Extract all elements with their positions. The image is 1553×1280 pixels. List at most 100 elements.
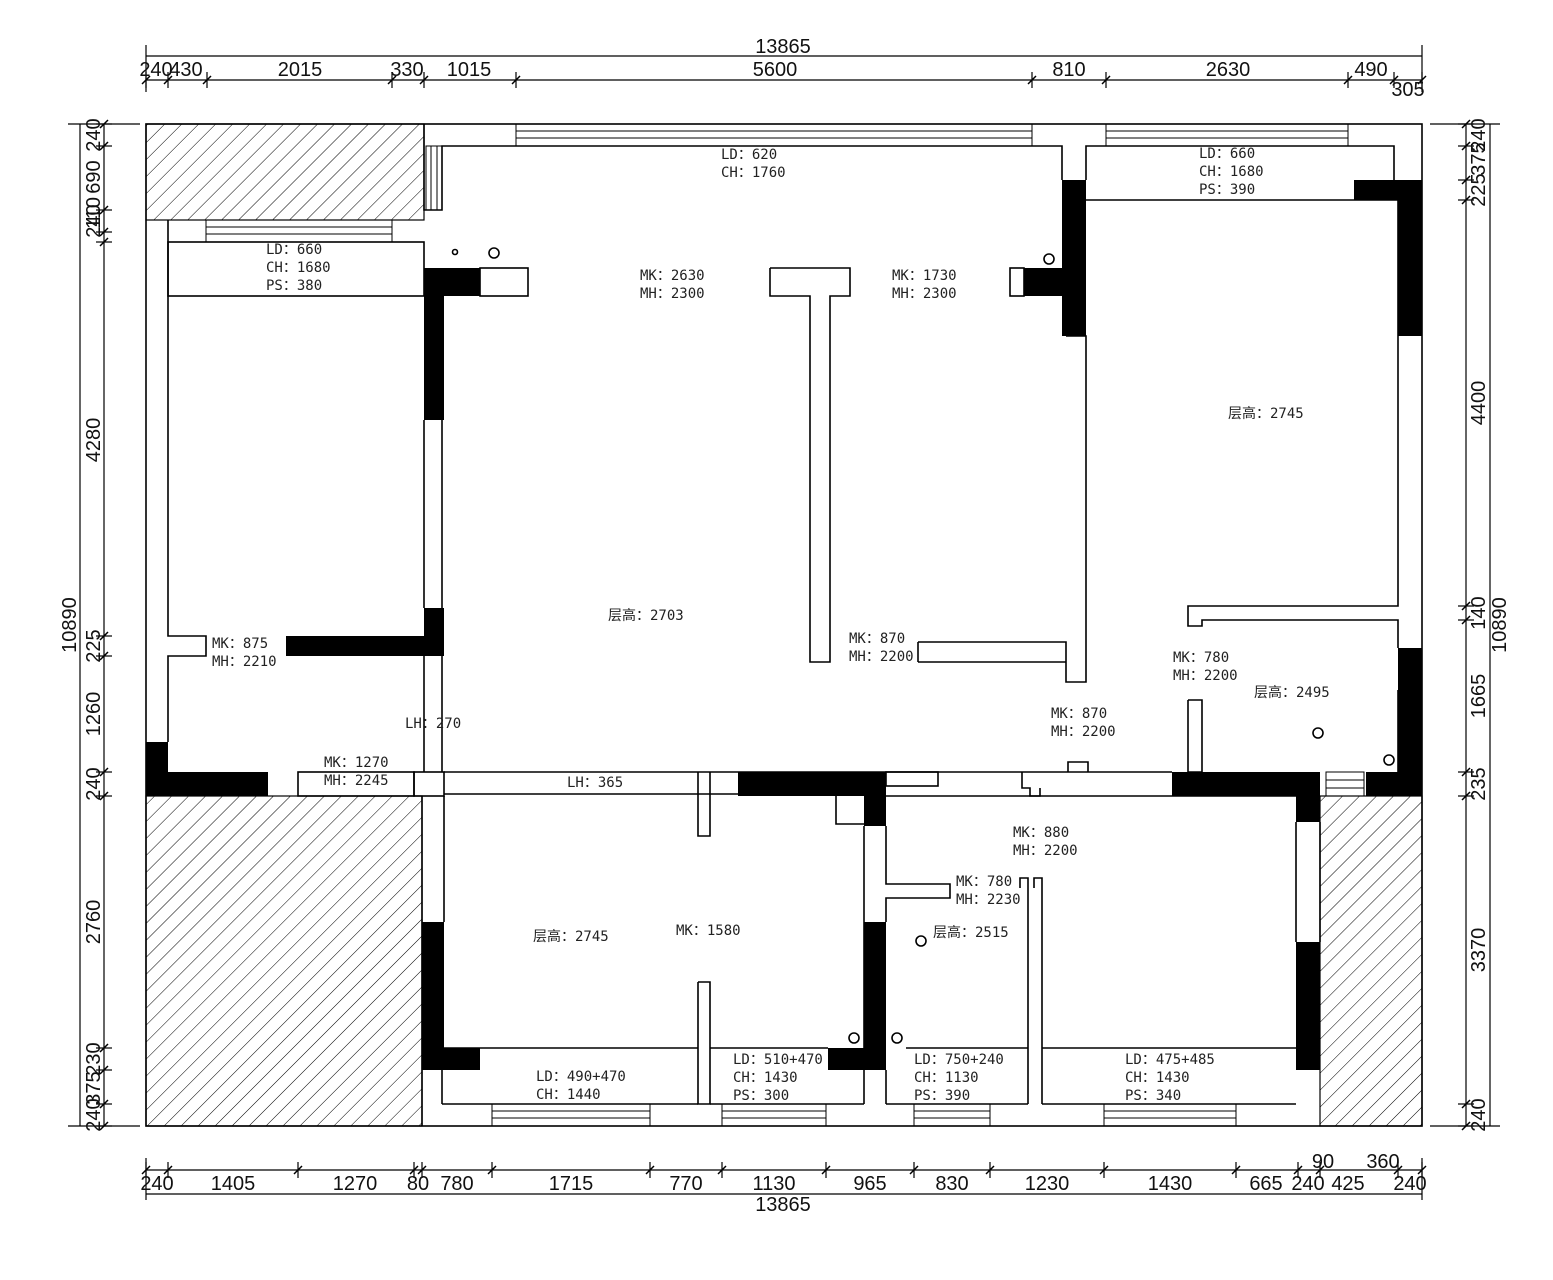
left-segment-dimension: 240 (83, 767, 105, 800)
annotation-lh-365: LH：365 (567, 775, 623, 791)
annotation-height-2745-lower: 层高：2745 (533, 928, 609, 945)
left-segment-dimension: 110 (83, 197, 105, 229)
left-segment-dimension: 240 (83, 118, 105, 151)
annotation-height-2515: 层高：2515 (933, 924, 1009, 941)
bottom-total-dimension: 13865 (755, 1194, 811, 1216)
pipe-marker (848, 1032, 860, 1044)
top-segment-dimension: 2630 (1206, 59, 1251, 81)
bottom-segment-dimension: 240 (140, 1173, 173, 1195)
right-segment-dimension: 3370 (1468, 928, 1490, 973)
top-segment-dimension: 305 (1391, 79, 1424, 101)
bottom-extra-dimension-1: 90 (1312, 1151, 1334, 1173)
bottom-segment-dimension: 1430 (1148, 1173, 1193, 1195)
hatched-void-top-left (145, 123, 425, 221)
bottom-segment-dimension: 780 (440, 1173, 473, 1195)
annotation-door-1580: MK：1580 (676, 923, 741, 939)
pipe-marker (451, 248, 459, 256)
top-segment-dimension: 430 (169, 59, 202, 81)
bottom-segment-dimension: 1130 (752, 1173, 795, 1195)
hatched-void-bottom-right (1319, 795, 1423, 1127)
left-segment-dimension: 240 (83, 1098, 105, 1131)
top-total-dimension: 13865 (755, 36, 811, 58)
fixtures (451, 247, 1395, 1044)
window-bottom-1 (491, 1103, 651, 1127)
solid-walls (146, 180, 1422, 1070)
annotation-height-2703: 层高：2703 (608, 607, 684, 624)
building-structure (145, 123, 1423, 1127)
bottom-segment-dimension: 965 (853, 1173, 886, 1195)
window-bottom-3 (913, 1103, 991, 1127)
bottom-segment-dimension: 240 (1291, 1173, 1324, 1195)
top-segment-dimension: 490 (1354, 59, 1387, 81)
left-segment-dimension: 2760 (83, 900, 105, 945)
bottom-dimension-chain: 240 1405 1270 80 780 1715 770 1130 965 830 1230 143… (140, 1151, 1426, 1216)
bottom-segment-dimension: 665 (1249, 1173, 1282, 1195)
pipe-marker (1312, 727, 1324, 739)
bottom-extra-dimension-2: 360 (1366, 1151, 1399, 1173)
right-segment-dimension: 4400 (1468, 381, 1490, 426)
right-segment-dimension: 1665 (1468, 674, 1490, 719)
bottom-segment-dimension: 240 (1393, 1173, 1426, 1195)
window-bottom-4 (1103, 1103, 1237, 1127)
window-bottom-2 (721, 1103, 827, 1127)
top-segment-dimension: 1015 (447, 59, 492, 81)
bottom-segment-dimension: 1405 (211, 1173, 256, 1195)
annotation-height-2745-right: 层高：2745 (1228, 405, 1304, 422)
right-segment-dimension: 140 (1468, 596, 1490, 629)
right-segment-dimension: 225 (1468, 173, 1490, 206)
left-dimension-chain: 240690240110428022512602402760230375240 … (59, 118, 140, 1132)
hatched-void-bottom-left (145, 795, 423, 1127)
bottom-segment-dimension: 830 (935, 1173, 968, 1195)
bottom-segment-dimension: 425 (1331, 1173, 1364, 1195)
left-segment-dimension: 1260 (83, 692, 105, 737)
window-right-small (1325, 771, 1365, 797)
left-segment-dimension: 690 (83, 160, 105, 193)
windows (205, 123, 1365, 1127)
right-total-dimension: 10890 (1489, 597, 1511, 653)
pipe-marker (1383, 754, 1395, 766)
pipe-marker (488, 247, 500, 259)
right-segment-dimension: 235 (1468, 767, 1490, 800)
bottom-segment-dimension: 1715 (549, 1173, 594, 1195)
pipe-marker (1043, 253, 1055, 265)
pipe-marker (891, 1032, 903, 1044)
pipe-marker (915, 935, 927, 947)
annotation-height-2495: 层高：2495 (1254, 684, 1330, 701)
window-top-middle (515, 123, 1033, 147)
top-segment-dimension: 810 (1052, 59, 1085, 81)
bottom-segment-dimension: 1230 (1025, 1173, 1070, 1195)
right-segment-dimension: 240 (1468, 118, 1490, 151)
top-segment-dimension: 330 (390, 59, 423, 81)
bottom-segment-dimension: 770 (669, 1173, 702, 1195)
window-left-room (205, 219, 393, 243)
left-total-dimension: 10890 (59, 597, 81, 653)
bottom-segment-dimension: 80 (407, 1173, 429, 1195)
window-top-right (1105, 123, 1349, 147)
left-segment-dimension: 4280 (83, 418, 105, 463)
left-segment-dimension: 230 (83, 1042, 105, 1075)
bottom-segment-dimension: 1270 (333, 1173, 378, 1195)
top-segment-dimension: 240 (139, 59, 172, 81)
top-segment-dimension: 2015 (278, 59, 323, 81)
top-segment-dimension: 5600 (753, 59, 798, 81)
left-segment-dimension: 225 (83, 629, 105, 662)
